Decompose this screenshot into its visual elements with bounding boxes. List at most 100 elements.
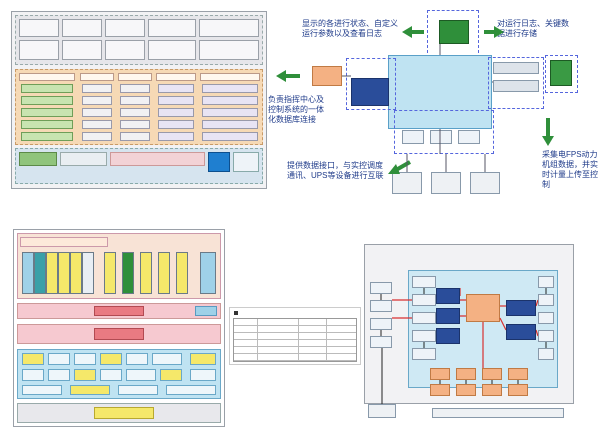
tl-mid-header-0 — [19, 73, 75, 81]
br-module-7 — [412, 330, 436, 342]
arrow-mid-right-head — [542, 136, 554, 146]
tl-top-module-9 — [199, 40, 259, 60]
bl-cyan-module-6 — [190, 353, 216, 365]
tl-mid-module-0-0 — [21, 84, 73, 93]
tl-blue-module-box — [208, 152, 230, 172]
tl-mid-module-3-0 — [158, 84, 194, 93]
bl-cyan-module-8 — [48, 369, 70, 381]
bl-top-header — [20, 237, 108, 247]
bl-top-column-0 — [22, 252, 34, 294]
tl-mid-module-4-2 — [202, 108, 258, 117]
tl-mid-module-0-4 — [21, 132, 73, 141]
br-module-20 — [456, 368, 476, 380]
tl-gray-module-strip — [60, 152, 107, 166]
br-module-9 — [436, 288, 460, 304]
br-module-4 — [412, 276, 436, 288]
tl-mid-module-4-1 — [202, 96, 258, 105]
tr-left-blue-box — [351, 78, 389, 106]
tl-mid-module-0-3 — [21, 120, 73, 129]
br-module-5 — [412, 294, 436, 306]
tl-top-module-7 — [105, 40, 145, 60]
tl-pink-module-strip — [110, 152, 205, 166]
bl-top-column-7 — [122, 252, 134, 294]
bl-cyan-module-3 — [100, 353, 122, 365]
tr-center-dashed-group — [346, 58, 396, 110]
tr-right-dashed-group — [488, 57, 544, 109]
bl-pink-row-1-box — [94, 306, 144, 316]
br-module-1 — [370, 300, 392, 312]
annotation-mid-right: 采集电FPS动力机组数据，并实时计量上传至控制 — [542, 150, 598, 189]
bl-cyan-module-11 — [126, 369, 156, 381]
br-module-2 — [370, 318, 392, 330]
br-module-17 — [538, 330, 554, 342]
bl-bottom-yellow-box — [94, 407, 154, 419]
tl-mid-module-2-3 — [120, 120, 150, 129]
tl-top-module-4 — [199, 19, 259, 37]
bl-top-column-1 — [34, 252, 46, 294]
br-module-14 — [538, 276, 554, 288]
br-module-26 — [508, 384, 528, 396]
tl-top-module-5 — [19, 40, 59, 60]
br-module-18 — [538, 348, 554, 360]
mid-table-caption-marker — [234, 311, 238, 315]
tl-mid-module-1-2 — [82, 108, 112, 117]
tl-top-module-8 — [148, 40, 196, 60]
arrow-bottom-center-shaft — [395, 160, 411, 172]
bl-cyan-module-14 — [22, 385, 62, 395]
tl-mid-module-2-2 — [120, 108, 150, 117]
annotation-tl-right: 负责指挥中心及控制系统的一体化数据库连接 — [268, 95, 324, 124]
br-module-8 — [412, 348, 436, 360]
bl-top-column-3 — [58, 252, 70, 294]
tl-mid-header-3 — [156, 73, 196, 81]
bl-pink-row-2-box — [94, 328, 144, 340]
tl-mid-module-1-0 — [82, 84, 112, 93]
tl-top-module-2 — [105, 19, 145, 37]
arrow-bottom-center-head — [388, 164, 400, 174]
tr-far-right-dashed — [545, 55, 578, 93]
br-bottom-bar — [432, 408, 564, 418]
br-module-21 — [482, 368, 502, 380]
bl-cyan-module-4 — [126, 353, 148, 365]
br-red-connector-7 — [535, 329, 539, 337]
br-module-6 — [412, 312, 436, 324]
bl-top-column-6 — [104, 252, 116, 294]
br-module-11 — [436, 328, 460, 344]
tl-mid-module-3-4 — [158, 132, 194, 141]
tr-bottom-small-box-1 — [402, 130, 424, 144]
tr-orange-box — [312, 66, 342, 86]
bl-cyan-module-2 — [74, 353, 96, 365]
br-module-10 — [436, 308, 460, 324]
bl-cyan-module-13 — [190, 369, 216, 381]
bl-cyan-module-15 — [70, 385, 110, 395]
tl-mid-module-4-3 — [202, 120, 258, 129]
bl-top-column-4 — [70, 252, 82, 294]
bl-cyan-module-0 — [22, 353, 44, 365]
tl-mid-header-1 — [80, 73, 114, 81]
tr-right-gray-box — [493, 62, 539, 74]
tl-mid-module-4-0 — [202, 84, 258, 93]
tl-top-module-1 — [62, 19, 102, 37]
br-module-25 — [482, 384, 502, 396]
tr-center-panel — [388, 55, 492, 129]
tl-mid-module-2-0 — [120, 84, 150, 93]
br-module-16 — [538, 312, 554, 324]
tl-mid-module-1-3 — [82, 120, 112, 129]
tl-top-module-3 — [148, 19, 196, 37]
tl-mid-module-2-1 — [120, 96, 150, 105]
tr-device-box-3 — [470, 172, 500, 194]
tl-mid-module-4-4 — [202, 132, 258, 141]
bl-top-column-9 — [158, 252, 170, 294]
br-module-22 — [508, 368, 528, 380]
br-module-15 — [538, 294, 554, 306]
annotation-top-center: 显示的各进行状态、自定义运行参数以及查看日志 — [302, 19, 398, 38]
bl-cyan-module-7 — [22, 369, 44, 381]
tr-bottom-small-box-3 — [458, 130, 480, 144]
bl-top-column-10 — [176, 252, 188, 294]
bl-cyan-module-10 — [100, 369, 122, 381]
tl-mid-module-1-4 — [82, 132, 112, 141]
br-module-12 — [506, 300, 536, 316]
bl-top-column-2 — [46, 252, 58, 294]
annotation-top-right: 对运行日志、关键数据进行存储 — [497, 19, 569, 38]
br-module-23 — [430, 384, 450, 396]
